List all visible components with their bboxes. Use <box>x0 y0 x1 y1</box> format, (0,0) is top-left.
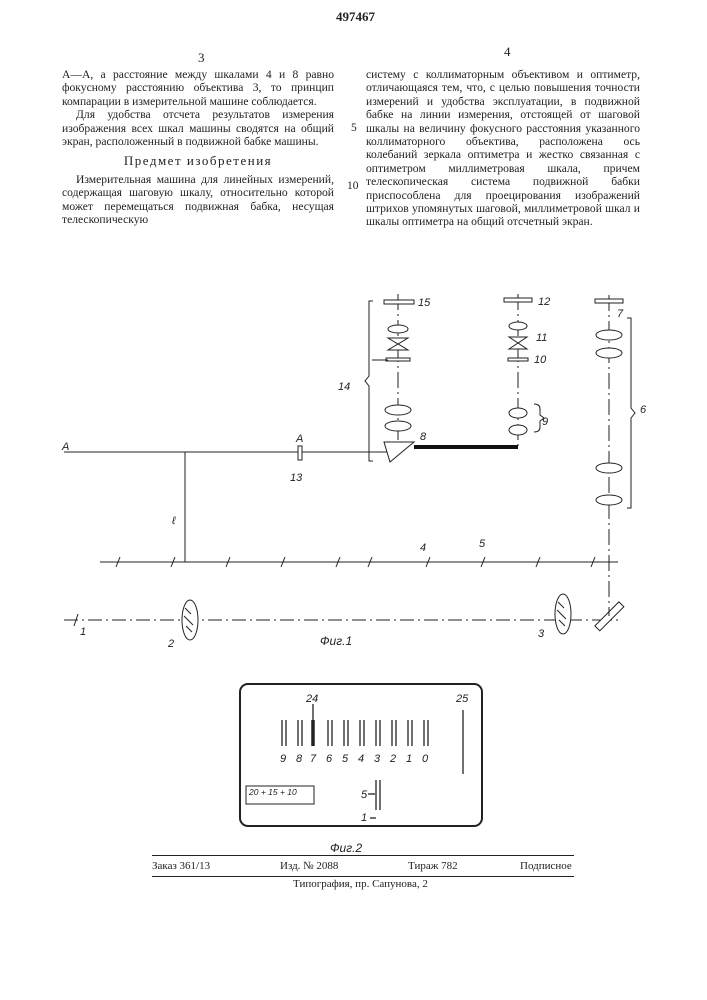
label-13: 13 <box>290 472 303 484</box>
footer-order: Заказ 361/13 <box>152 860 210 872</box>
column-number-right: 4 <box>504 44 511 60</box>
lens-3 <box>555 594 571 634</box>
digit-3: 3 <box>374 753 381 765</box>
label-a-mid: A <box>295 433 303 445</box>
fig2-number-25: 25 <box>455 693 469 705</box>
line-number-5: 5 <box>351 122 357 134</box>
digit-9: 9 <box>280 753 286 765</box>
mirror <box>595 602 624 631</box>
label-6: 6 <box>640 404 647 416</box>
claims-heading: Предмет изобретения <box>62 154 334 167</box>
element-10 <box>508 358 528 361</box>
fig2-number-24: 24 <box>305 693 318 705</box>
figure-2-caption: Фиг.2 <box>330 841 362 855</box>
lens-group-9 <box>509 408 527 435</box>
scale-7 <box>595 299 623 303</box>
label-4: 4 <box>420 542 426 554</box>
label-1: 1 <box>80 626 86 638</box>
footer-rule-bottom <box>152 876 574 877</box>
label-7: 7 <box>617 308 624 320</box>
footer-subscription: Подписное <box>520 860 572 872</box>
line-number-10: 10 <box>347 180 359 192</box>
scale-12 <box>504 298 532 302</box>
digit-4: 4 <box>358 753 364 765</box>
left-text-column: А—А, а расстояние между шкалами 4 и 8 ра… <box>62 68 334 226</box>
left-paragraph-2: Для удобства отсчета результатов измерен… <box>62 108 334 148</box>
footer-print-run: Тираж 782 <box>408 860 458 872</box>
footer-printer: Типография, пр. Сапунова, 2 <box>293 878 428 890</box>
lens-2 <box>182 600 198 640</box>
digit-1: 1 <box>406 753 412 765</box>
fig2-mark-1: 1 <box>361 812 367 824</box>
digit-0: 0 <box>422 753 429 765</box>
digit-5: 5 <box>342 753 349 765</box>
label-14: 14 <box>338 381 350 393</box>
label-8: 8 <box>420 431 427 443</box>
label-5: 5 <box>479 538 486 550</box>
left-paragraph-1: А—А, а расстояние между шкалами 4 и 8 ра… <box>62 68 334 108</box>
figure-2-screen: 24 25 9 8 7 6 5 4 3 2 1 0 20 + 15 + 10 5… <box>230 680 490 855</box>
element-13 <box>298 446 302 460</box>
label-a-left: A <box>61 441 69 453</box>
figure-1-diagram: A A 13 8 14 15 12 11 10 9 7 6 ℓ 4 5 1 2 … <box>0 280 707 650</box>
scale-15 <box>384 300 414 304</box>
label-dist: ℓ <box>171 515 176 527</box>
digit-8: 8 <box>296 753 303 765</box>
label-2: 2 <box>167 638 174 650</box>
label-10: 10 <box>534 354 547 366</box>
digit-6: 6 <box>326 753 333 765</box>
prism <box>384 442 414 462</box>
label-3: 3 <box>538 628 545 640</box>
left-paragraph-3: Измерительная машина для линейных измере… <box>62 173 334 227</box>
right-text-column: систему с коллиматорным объективом и опт… <box>366 68 640 229</box>
patent-number: 497467 <box>336 9 375 25</box>
label-15: 15 <box>418 297 431 309</box>
label-9: 9 <box>542 416 548 428</box>
digit-2: 2 <box>389 753 396 765</box>
optimeter-scale-label: 20 + 15 + 10 <box>248 787 297 797</box>
label-12: 12 <box>538 296 550 308</box>
right-paragraph-1: систему с коллиматорным объективом и опт… <box>366 68 640 229</box>
figure-1-caption: Фиг.1 <box>320 634 352 648</box>
footer-rule-top <box>152 855 574 856</box>
footer-edition: Изд. № 2088 <box>280 860 338 872</box>
fig2-mark-5: 5 <box>361 789 368 801</box>
column-number-left: 3 <box>198 50 205 66</box>
label-11: 11 <box>536 332 547 344</box>
digit-7: 7 <box>310 753 317 765</box>
